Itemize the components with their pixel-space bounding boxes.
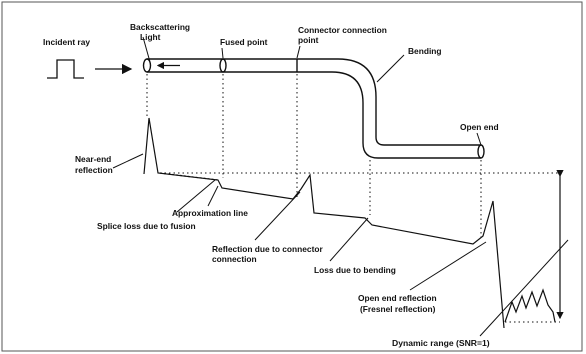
- otdr-trace: [143, 117, 556, 329]
- label-reflection-connector: Reflection due to connector: [212, 244, 323, 254]
- label-splice-loss: Splice loss due to fusion: [97, 221, 196, 231]
- label-open-end-reflection: Open end reflection: [358, 293, 437, 303]
- incident-pulse: [47, 59, 84, 79]
- open-end-marker: [477, 144, 485, 159]
- label-incident-ray: Incident ray: [43, 37, 90, 47]
- label-near-end-reflection: reflection: [75, 165, 113, 175]
- label-loss-bending: Loss due to bending: [314, 265, 396, 275]
- label-fresnel-reflection: (Fresnel reflection): [360, 304, 436, 314]
- projection-lines: [146, 74, 560, 323]
- leader-lines: [112, 36, 569, 337]
- fused-point-marker: [219, 58, 227, 73]
- label-dynamic-range: Dynamic range (SNR=1): [392, 338, 490, 348]
- label-backscattering-light: Light: [140, 32, 161, 42]
- label-connector-point: point: [298, 35, 319, 45]
- label-near-end: Near-end: [75, 154, 111, 164]
- label-connector-connection: Connector connection: [298, 25, 387, 35]
- label-backscattering: Backscattering: [130, 22, 190, 32]
- label-open-end: Open end: [460, 122, 499, 132]
- label-bending: Bending: [408, 46, 442, 56]
- label-approximation-line: Approximation line: [172, 208, 248, 218]
- label-reflection-connector-2: connection: [212, 254, 257, 264]
- label-fused-point: Fused point: [220, 37, 268, 47]
- optical-fiber: [142, 58, 485, 159]
